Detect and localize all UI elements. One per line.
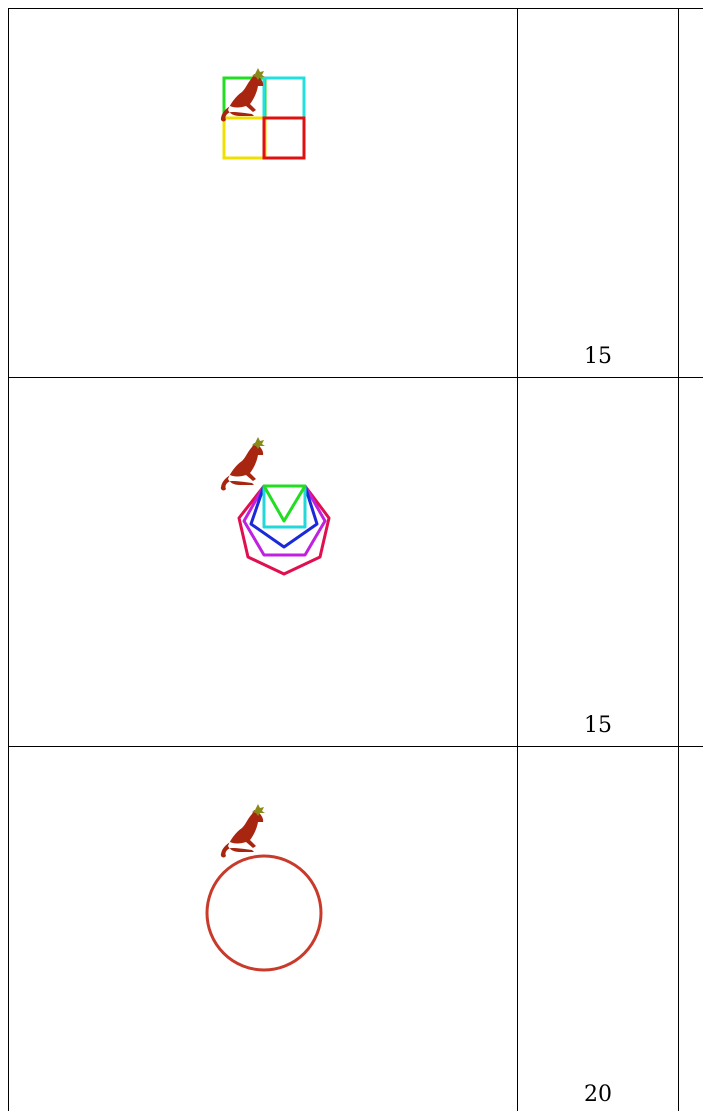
table-row: 15 (0, 377, 703, 746)
table-row: 15 (0, 8, 703, 377)
square-yellow (224, 118, 265, 158)
turtle-drawing-polygons (0, 377, 516, 746)
turtle-drawing-squares (0, 8, 516, 377)
pentagon (251, 486, 317, 547)
score-value: 15 (584, 713, 614, 738)
heptagon (239, 486, 329, 574)
kangaroo-icon (221, 804, 265, 857)
circle (207, 856, 321, 970)
triangle (264, 486, 305, 521)
kangaroo-icon (221, 437, 265, 490)
score-value: 15 (584, 344, 614, 369)
table-row: 20 (0, 746, 703, 1111)
kangaroo-icon (221, 68, 265, 121)
square-cyan (264, 78, 304, 118)
turtle-drawing-circle (0, 746, 516, 1111)
square-red (264, 118, 304, 158)
score-value: 20 (584, 1082, 614, 1107)
